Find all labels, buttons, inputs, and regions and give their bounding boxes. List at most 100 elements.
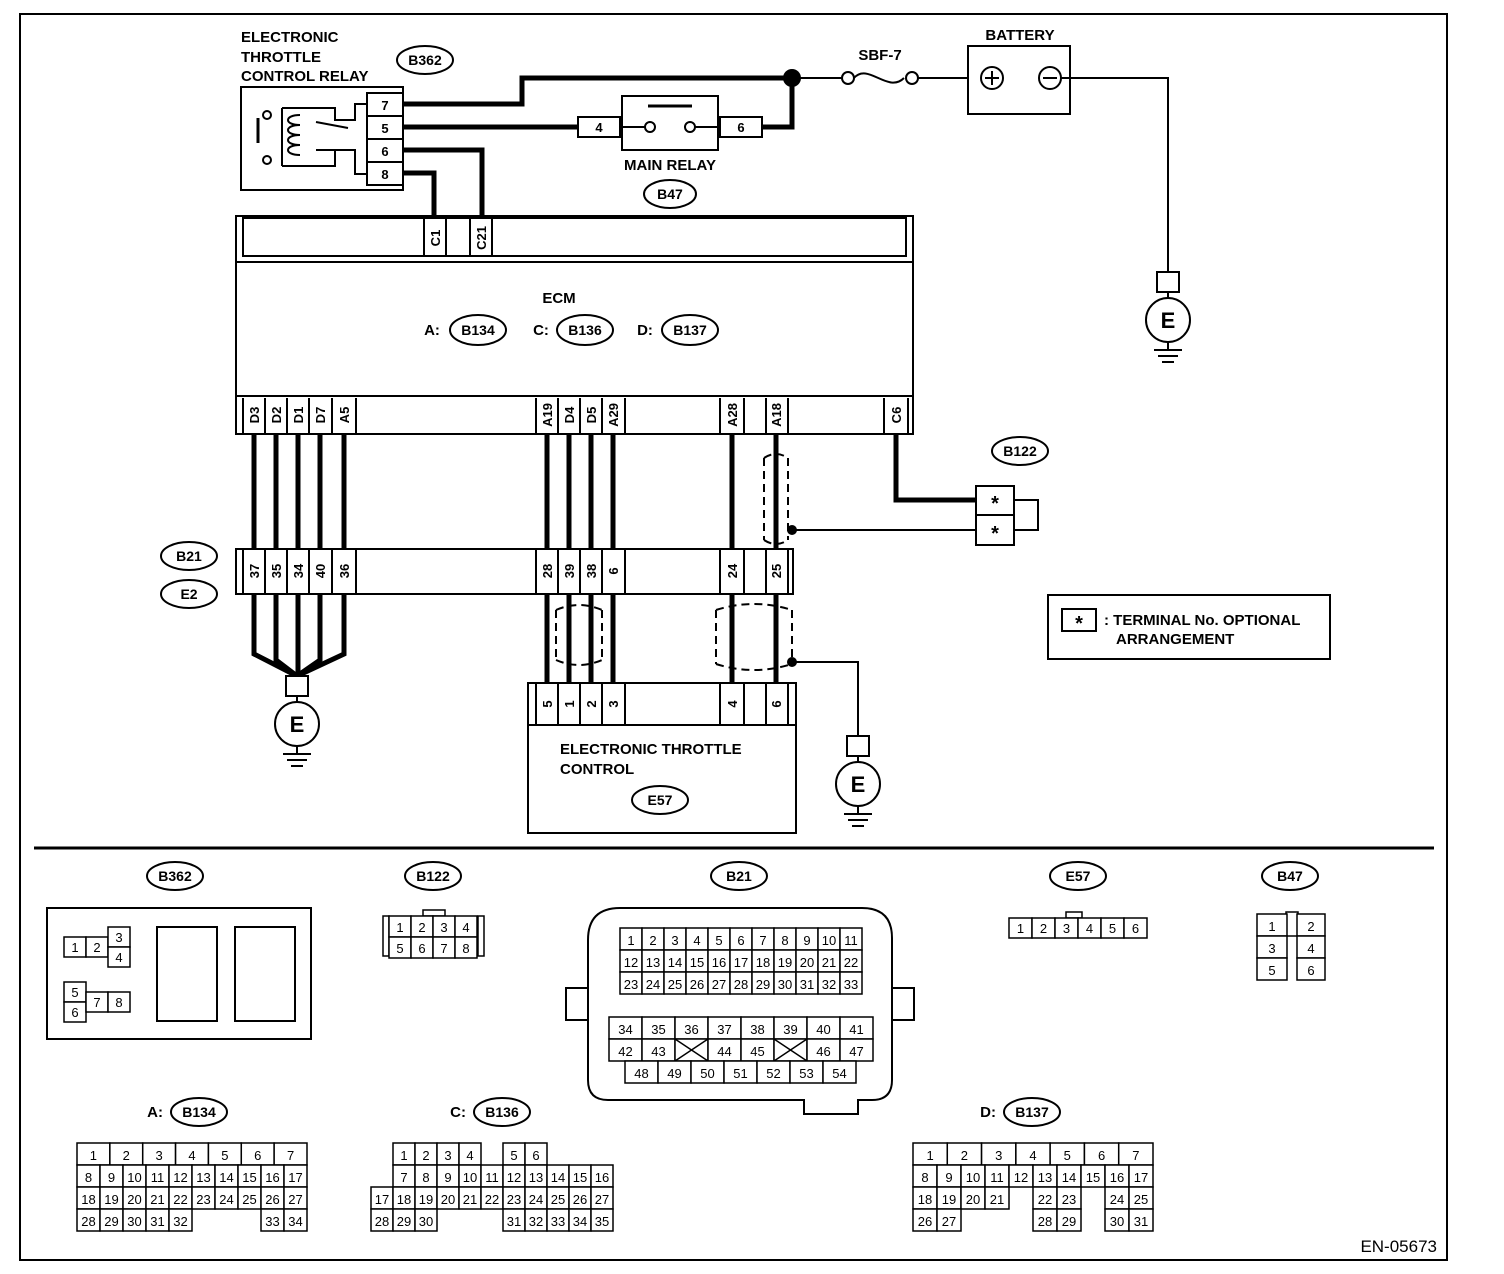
pin-cell: 5: [715, 933, 722, 948]
shield-a18: [763, 453, 789, 545]
pin-cell: 42: [618, 1044, 632, 1059]
relay-contact-icon: [262, 110, 272, 120]
pin-cell: 11: [844, 933, 858, 948]
pin-cell: 34: [288, 1214, 302, 1229]
pin-cell: 18: [756, 955, 770, 970]
joint-pin-28: 28: [540, 564, 555, 578]
battery-label: BATTERY: [985, 27, 1054, 44]
pin-cell: 1: [1017, 921, 1024, 936]
pin-cell: 40: [816, 1022, 830, 1037]
ground-label: E: [851, 772, 866, 797]
pin-cell: 8: [422, 1170, 429, 1185]
pin-cell: 4: [1307, 941, 1314, 956]
pin-cell: 17: [288, 1170, 302, 1185]
pin-cell: 41: [849, 1022, 863, 1037]
pin-cell: 12: [624, 955, 638, 970]
battery: BATTERY: [967, 27, 1169, 272]
ecm-pin-d4: D4: [562, 406, 577, 423]
pin-cell: 25: [551, 1192, 565, 1207]
relay-title-line2: THROTTLE: [241, 49, 321, 66]
pin-cell: 2: [1307, 919, 1314, 934]
pin-cell: 6: [532, 1148, 539, 1163]
pin-cell: 3: [115, 930, 122, 945]
fuse-icon: [853, 72, 905, 84]
pin-cell: 27: [942, 1214, 956, 1229]
pin-cell: 30: [419, 1214, 433, 1229]
pin-cell: 19: [778, 955, 792, 970]
pin-cell: 25: [1134, 1192, 1148, 1207]
ecm-pin-a28: A28: [725, 403, 740, 427]
page-frame: [19, 13, 1448, 1261]
view-code: B137: [1015, 1104, 1049, 1120]
pin-cell: 1: [400, 1148, 407, 1163]
pin-cell: 9: [108, 1170, 115, 1185]
joint-code-e2: E2: [180, 586, 197, 602]
throttle-pin-3: 3: [606, 700, 621, 707]
throttle-pin-2: 2: [584, 700, 599, 707]
pin-cell: 1: [1268, 919, 1275, 934]
view-prefix: C:: [450, 1104, 466, 1121]
pin-cell: 4: [1029, 1148, 1036, 1163]
pin-cell: 3: [440, 920, 447, 935]
ecm-pin-d5: D5: [584, 407, 599, 424]
main-relay-label: MAIN RELAY: [624, 157, 716, 174]
pin-cell: 5: [396, 941, 403, 956]
pin-cell: 4: [466, 1148, 473, 1163]
pin-cell: 1: [90, 1148, 97, 1163]
ecm-conn-a-prefix: A:: [424, 322, 440, 339]
pin-cell: 13: [196, 1170, 210, 1185]
pin-cell: 23: [196, 1192, 210, 1207]
pin-cell: 20: [966, 1192, 980, 1207]
ground-label: E: [1161, 308, 1176, 333]
pin-cell: 18: [81, 1192, 95, 1207]
pin-cell: 27: [595, 1192, 609, 1207]
view-code: B362: [158, 868, 192, 884]
pin-cell: 11: [990, 1170, 1004, 1185]
pin-cell: 8: [462, 941, 469, 956]
ground-icon: E: [1145, 271, 1191, 363]
pin-cell: 5: [1109, 921, 1116, 936]
pin-cell: 46: [816, 1044, 830, 1059]
pin-cell: 3: [444, 1148, 451, 1163]
pin-cell: 3: [156, 1148, 163, 1163]
pin-cell: 27: [712, 977, 726, 992]
pin-cell: 22: [173, 1192, 187, 1207]
legend-text-line2: ARRANGEMENT: [1116, 631, 1234, 648]
pin-cell: 9: [945, 1170, 952, 1185]
fuse-sbf7: SBF-7: [792, 47, 968, 85]
pin-cell: 24: [646, 977, 660, 992]
pin-cell: 20: [800, 955, 814, 970]
pin-cell: 38: [750, 1022, 764, 1037]
pin-cell: 50: [700, 1066, 714, 1081]
ecm-pin-d2: D2: [269, 407, 284, 424]
pin-cell: 3: [995, 1148, 1002, 1163]
pin-cell: 6: [1132, 921, 1139, 936]
view-code: B134: [182, 1104, 216, 1120]
ecm-pin-c21: C21: [474, 226, 489, 250]
pin-cell: 28: [375, 1214, 389, 1229]
relay-title-line3: CONTROL RELAY: [241, 68, 369, 85]
ground-icon: E: [274, 675, 320, 767]
pin-cell: 4: [1086, 921, 1093, 936]
pin-cell: 13: [529, 1170, 543, 1185]
ecm-pin-c1: C1: [428, 230, 443, 247]
pin-cell: 6: [737, 933, 744, 948]
pin-cell: 7: [93, 995, 100, 1010]
splice-point: [783, 69, 801, 87]
pin-cell: 21: [463, 1192, 477, 1207]
ecm-conn-c-prefix: C:: [533, 322, 549, 339]
pin-cell: 24: [529, 1192, 543, 1207]
pin-cell: 5: [1064, 1148, 1071, 1163]
b122-terminal-2: *: [991, 523, 999, 545]
pin-cell: 7: [287, 1148, 294, 1163]
throttle-pin-1: 1: [562, 700, 577, 707]
legend-star: *: [1075, 613, 1083, 635]
